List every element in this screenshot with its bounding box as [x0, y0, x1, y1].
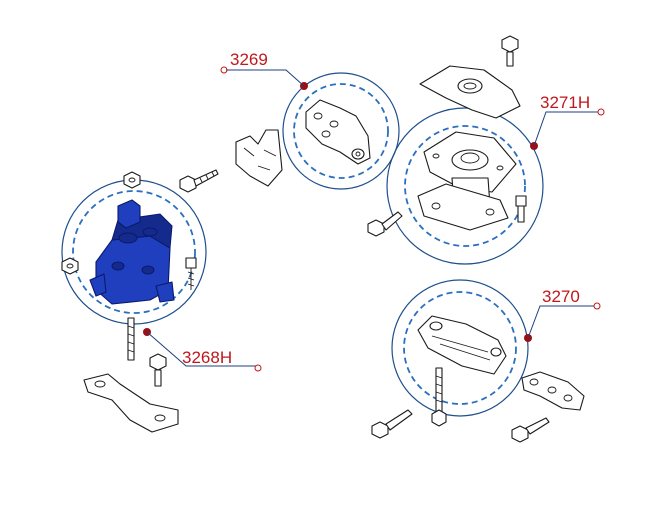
ring-3269-inner: [293, 83, 389, 179]
link-bracket-3270[interactable]: [521, 371, 585, 411]
leader-3268h: [146, 331, 256, 367]
bolt-3268h[interactable]: [149, 353, 167, 387]
stud-3270[interactable]: [431, 367, 447, 427]
bolt-left-3270[interactable]: [371, 409, 413, 439]
mount-3271h[interactable]: [417, 131, 517, 231]
assembly-3269[interactable]: 3269: [220, 50, 400, 190]
assembly-3270[interactable]: 3270: [371, 279, 601, 443]
leader-3269: [226, 69, 305, 87]
callout-end-3268h: [254, 364, 262, 372]
bolt-left-3271h[interactable]: [367, 211, 403, 237]
long-stud[interactable]: [127, 317, 135, 361]
ring-3268h-inner: [72, 190, 196, 314]
callout-label-3270[interactable]: 3270: [542, 287, 580, 306]
ring-3271h-inner: [404, 125, 526, 247]
callout-label-3268h[interactable]: 3268H: [182, 348, 232, 367]
ring-3270-inner: [403, 291, 517, 405]
ring-3270-outer: [391, 279, 529, 417]
ring-3271h-outer: [386, 107, 544, 265]
callout-end-3271h: [597, 108, 605, 116]
leader-3270: [527, 305, 594, 339]
leader-3271h: [533, 111, 598, 147]
assembly-3268h[interactable]: 3268H: [61, 171, 262, 433]
mount-arm-3269[interactable]: [305, 99, 371, 165]
bolt-mid-left[interactable]: [179, 169, 219, 193]
callout-end-3270: [593, 302, 601, 310]
lower-bracket-3268h[interactable]: [83, 373, 179, 433]
bracket-3269[interactable]: [235, 129, 283, 187]
mount-3270[interactable]: [417, 315, 507, 375]
nut-top[interactable]: [123, 171, 141, 189]
bolt-right-3271h[interactable]: [515, 195, 527, 223]
ring-3269-outer: [282, 72, 400, 190]
callout-label-3269[interactable]: 3269: [230, 50, 268, 69]
bolt-top-3271h[interactable]: [501, 35, 519, 67]
callout-label-3271h[interactable]: 3271H: [540, 93, 590, 112]
bolt-bottom-3270[interactable]: [511, 417, 550, 443]
upper-bracket-3271h[interactable]: [419, 65, 521, 119]
bolt-right[interactable]: [185, 257, 197, 290]
nut-left[interactable]: [61, 257, 79, 275]
callout-end-3269: [220, 66, 228, 74]
engine-mount-highlighted[interactable]: [89, 199, 175, 305]
assembly-3271h[interactable]: 3271H: [367, 35, 605, 265]
